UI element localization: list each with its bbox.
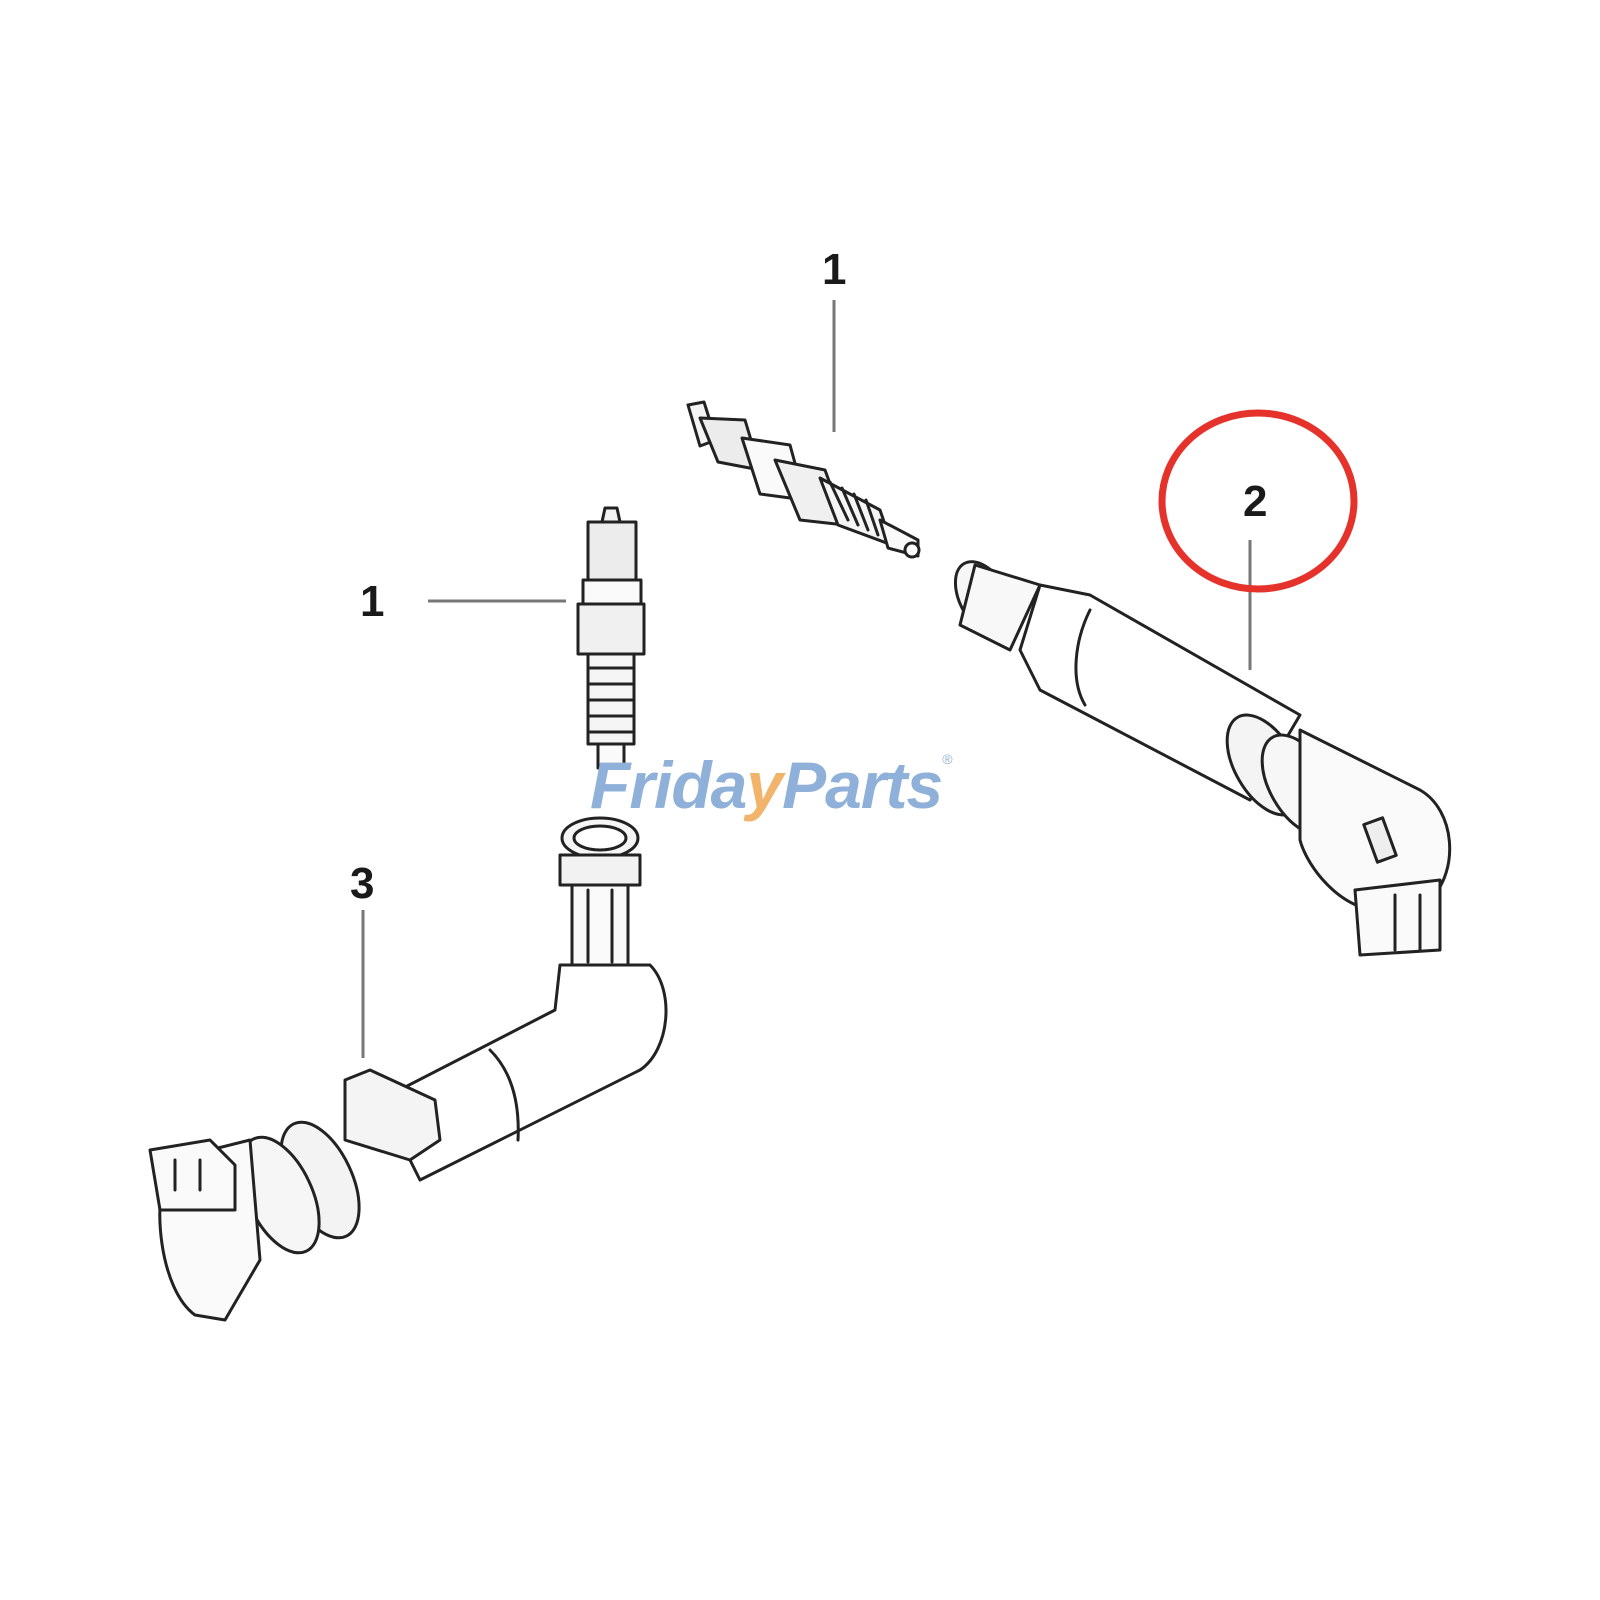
spark-plug-upper xyxy=(686,400,921,559)
watermark-text-right: Parts xyxy=(782,748,943,822)
spark-plug-left xyxy=(576,506,646,770)
callout-3: 3 xyxy=(350,859,375,908)
callout-2: 2 xyxy=(1243,477,1268,526)
registered-mark: ® xyxy=(942,751,952,767)
highlight-circle xyxy=(1158,409,1358,593)
ignition-coil-angled xyxy=(148,816,668,1322)
watermark-logo: FridayParts® xyxy=(590,751,953,818)
callout-1-top: 1 xyxy=(822,245,847,294)
ignition-coil-straight xyxy=(953,560,1452,957)
callout-1-left: 1 xyxy=(360,577,385,626)
watermark-text-left: Frida xyxy=(590,748,747,822)
leader-lines xyxy=(361,300,1252,1058)
watermark-check-mark: y xyxy=(746,748,783,822)
